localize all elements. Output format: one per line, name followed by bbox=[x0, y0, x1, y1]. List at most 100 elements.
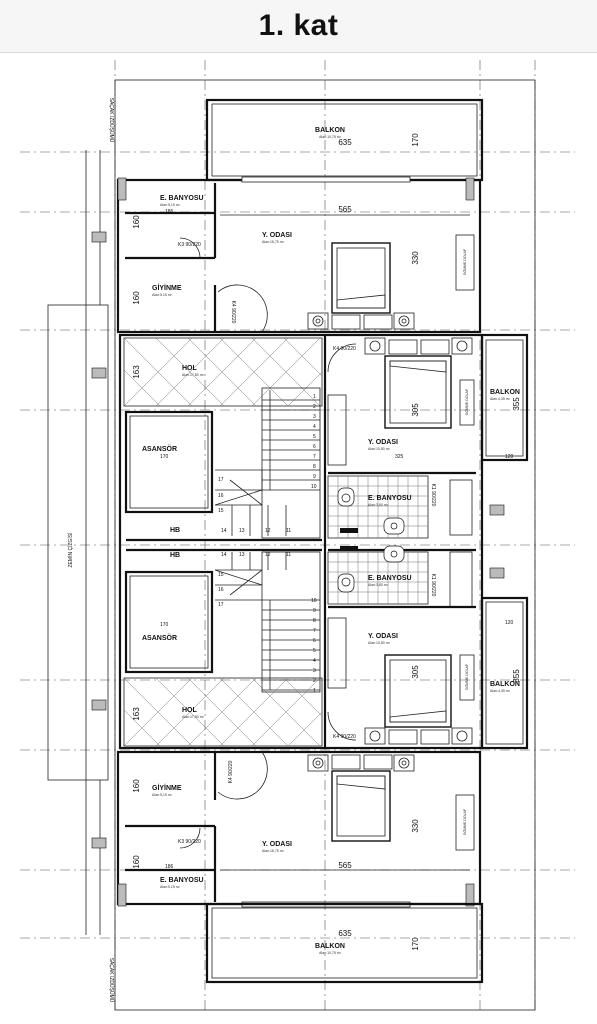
door-k4-bottom: K4 90/220 bbox=[228, 760, 234, 783]
svg-text:Alan:3,80 m²: Alan:3,80 m² bbox=[368, 503, 389, 507]
svg-text:6: 6 bbox=[313, 638, 316, 644]
door-k4-top: K4 90/220 bbox=[230, 301, 236, 324]
grid-lines bbox=[20, 60, 575, 1010]
svg-text:14: 14 bbox=[221, 528, 227, 534]
svg-text:170: 170 bbox=[160, 622, 169, 628]
title-bar: 1. kat bbox=[0, 0, 597, 53]
dim-120-bottom: 120 bbox=[505, 620, 514, 626]
svg-text:11: 11 bbox=[286, 552, 291, 558]
dim-163-bottom: 163 bbox=[132, 707, 141, 721]
svg-text:8: 8 bbox=[313, 618, 316, 624]
svg-text:Alan:5,15 m²: Alan:5,15 m² bbox=[152, 293, 173, 297]
dim-565-top: 565 bbox=[338, 205, 352, 214]
dim-163-top: 163 bbox=[132, 365, 141, 379]
stair-numbers-top: 1 2 3 4 5 6 7 8 9 10 14 13 12 11 15 16 1… bbox=[218, 394, 317, 534]
dim-160-top-b: 160 bbox=[132, 291, 141, 305]
door-k1-bottom: K1 90/220 bbox=[430, 574, 436, 597]
left-edge-panel: ZEMİN ÇİZGİSİ SAÇAK İZDÜŞÜMÜ SAÇAK İZDÜŞ… bbox=[47, 98, 115, 1003]
dim-160-top-a: 160 bbox=[132, 215, 141, 229]
dim-355-top: 355 bbox=[512, 397, 521, 411]
dim-635-bottom: 635 bbox=[338, 929, 352, 938]
dim-186-bottom: 186 bbox=[165, 864, 174, 870]
dim-160-bottom-a: 160 bbox=[132, 779, 141, 793]
svg-text:Alan:5,15 m²: Alan:5,15 m² bbox=[160, 885, 181, 889]
svg-text:Alan:17,80 m²: Alan:17,80 m² bbox=[182, 715, 205, 719]
svg-text:9: 9 bbox=[313, 474, 316, 480]
balkon-right-bottom bbox=[480, 596, 529, 750]
hol-bottom: HOL Alan:17,80 m² 163 bbox=[123, 677, 323, 747]
bed-nightstands-top bbox=[307, 312, 415, 330]
sacak-label-bottom: SAÇAK İZDÜŞÜMÜ bbox=[108, 958, 115, 1003]
room-label-e-banyosu-center-top: E. BANYOSU bbox=[368, 495, 412, 502]
svg-text:6: 6 bbox=[313, 444, 316, 450]
door-k3-top: K3 90/220 bbox=[178, 242, 201, 248]
svg-text:10: 10 bbox=[311, 484, 317, 490]
center-core: HOL Alan:17,80 m² 163 ASANSÖR 170 HB bbox=[118, 333, 529, 750]
svg-text:Alan:5,15 m²: Alan:5,15 m² bbox=[152, 793, 173, 797]
e-banyosu-center-bottom bbox=[327, 545, 429, 605]
svg-text:10: 10 bbox=[311, 598, 317, 604]
dim-330-bottom: 330 bbox=[411, 819, 420, 833]
svg-text:1: 1 bbox=[313, 688, 316, 694]
door-k1-top: K1 90/220 bbox=[430, 484, 436, 507]
svg-text:11: 11 bbox=[286, 528, 291, 534]
svg-text:13: 13 bbox=[239, 552, 245, 558]
dim-160-bottom-b: 160 bbox=[132, 855, 141, 869]
svg-text:2: 2 bbox=[313, 404, 316, 410]
room-label-hb-top: HB bbox=[170, 527, 180, 534]
page-title: 1. kat bbox=[258, 9, 339, 42]
bed-nightstands-center-bottom bbox=[364, 727, 473, 745]
wardrobe-label-center-top: GÖMME DOLAP bbox=[465, 388, 469, 415]
hol-top: HOL Alan:17,80 m² 163 bbox=[123, 337, 323, 407]
room-label-giyinme-bottom: GİYİNME bbox=[152, 784, 182, 792]
room-label-e-banyosu-center-bottom: E. BANYOSU bbox=[368, 575, 412, 582]
svg-text:Alan:10,80 m²: Alan:10,80 m² bbox=[368, 447, 391, 451]
door-k4-center-bottom: K4 90/220 bbox=[333, 734, 356, 740]
stair-numbers-bottom: 14 13 12 11 15 16 17 1 2 3 4 5 6 7 8 9 1… bbox=[218, 552, 317, 694]
room-label-y-odasi-center-top: Y. ODASI bbox=[368, 439, 398, 446]
balkon-bottom bbox=[205, 902, 484, 984]
svg-text:Alan:4,35 m²: Alan:4,35 m² bbox=[490, 689, 511, 693]
svg-text:3: 3 bbox=[313, 414, 316, 420]
dim-305-bottom: 305 bbox=[411, 665, 420, 679]
room-label-asansor-bottom: ASANSÖR bbox=[142, 633, 177, 642]
svg-text:8: 8 bbox=[313, 464, 316, 470]
room-label-giyinme: GİYİNME bbox=[152, 284, 182, 292]
svg-text:Alan:10,75 m²: Alan:10,75 m² bbox=[319, 135, 342, 139]
wardrobe-label-top: GÖMME DOLAP bbox=[463, 248, 467, 275]
room-label-balkon-bottom: BALKON bbox=[315, 943, 345, 950]
svg-text:15: 15 bbox=[218, 508, 224, 514]
svg-text:15: 15 bbox=[218, 572, 224, 578]
left-edge-label: ZEMİN ÇİZGİSİ bbox=[67, 533, 74, 568]
svg-text:16: 16 bbox=[218, 587, 224, 593]
room-label-balkon-right-bottom: BALKON bbox=[490, 681, 520, 688]
dim-120-top: 120 bbox=[505, 454, 514, 460]
door-k4-center-top: K4 90/220 bbox=[333, 346, 356, 352]
dim-305-top: 305 bbox=[411, 403, 420, 417]
svg-text:3: 3 bbox=[313, 668, 316, 674]
dim-170-top: 170 bbox=[411, 133, 420, 147]
bed-nightstands-bottom bbox=[307, 754, 415, 772]
dim-170-bottom: 170 bbox=[411, 937, 420, 951]
dim-330-top: 330 bbox=[411, 251, 420, 265]
svg-text:12: 12 bbox=[265, 528, 271, 534]
room-label-asansor-top: ASANSÖR bbox=[142, 444, 177, 453]
room-label-balkon: BALKON bbox=[315, 127, 345, 134]
svg-text:16: 16 bbox=[218, 493, 224, 499]
balkon-right-top bbox=[480, 333, 529, 462]
bottom-unit: K4 90/220 GİYİNME Alan:5,15 m² 160 Y. OD… bbox=[116, 750, 484, 984]
stairs-bottom bbox=[214, 551, 321, 693]
svg-text:5: 5 bbox=[313, 648, 316, 654]
svg-text:Alan:10,75 m²: Alan:10,75 m² bbox=[319, 951, 342, 955]
svg-text:Alan:5,15 m²: Alan:5,15 m² bbox=[160, 203, 181, 207]
e-banyosu-center-top bbox=[327, 475, 429, 539]
room-label-hol-top: HOL bbox=[182, 365, 198, 372]
wardrobe-label-center-bottom: GÖMME DOLAP bbox=[465, 663, 469, 690]
svg-text:4: 4 bbox=[313, 424, 316, 430]
asansor-top bbox=[124, 410, 214, 514]
bed-nightstands-center-top bbox=[364, 337, 473, 355]
svg-text:14: 14 bbox=[221, 552, 227, 558]
svg-text:Alan:17,80 m²: Alan:17,80 m² bbox=[182, 373, 205, 377]
svg-text:Alan:18,75 m²: Alan:18,75 m² bbox=[262, 849, 285, 853]
svg-text:12: 12 bbox=[265, 552, 271, 558]
